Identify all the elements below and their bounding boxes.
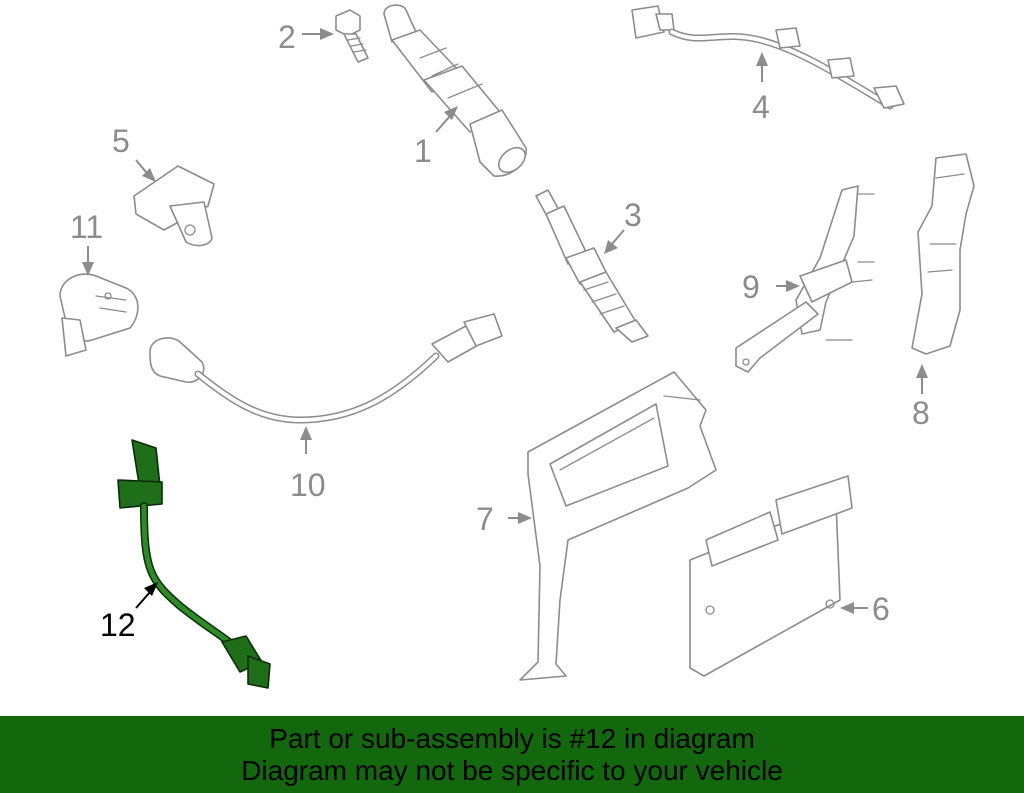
callout-6: 6 <box>872 591 890 627</box>
part-5-sensor <box>133 165 215 247</box>
part-1-ignition-coil <box>383 4 527 177</box>
leader-12 <box>135 591 151 609</box>
callout-3: 3 <box>624 197 642 233</box>
callout-1: 1 <box>414 133 432 169</box>
callout-4: 4 <box>752 89 770 125</box>
leader-1 <box>435 115 451 133</box>
callout-5: 5 <box>112 123 130 159</box>
banner-line-2: Diagram may not be specific to your vehi… <box>241 754 783 786</box>
part-6-ecu-module <box>689 475 853 677</box>
callout-11: 11 <box>70 209 103 245</box>
part-8-cover <box>911 153 975 355</box>
part-7-ecu-bracket <box>519 371 717 681</box>
callout-9: 9 <box>742 269 760 305</box>
part-4-wire-harness <box>631 5 905 110</box>
part-3-spark-plug <box>535 189 649 343</box>
part-11-sensor <box>59 273 139 357</box>
part-9-bracket <box>735 185 875 373</box>
part-2-bolt <box>335 9 369 63</box>
callout-8: 8 <box>912 395 930 431</box>
info-banner: Part or sub-assembly is #12 in diagram D… <box>0 716 1024 793</box>
callout-7: 7 <box>476 501 494 537</box>
part-10-knock-sensor <box>149 313 503 424</box>
callout-12: 12 <box>100 607 136 643</box>
leader-3 <box>611 229 625 245</box>
part-12-highlighted-sensor <box>117 439 271 689</box>
leader-5 <box>135 159 147 173</box>
parts-diagram: 2 1 4 5 3 <box>59 4 975 689</box>
banner-line-1: Part or sub-assembly is #12 in diagram <box>269 722 755 754</box>
callout-10: 10 <box>290 467 326 503</box>
callout-2: 2 <box>278 19 296 55</box>
